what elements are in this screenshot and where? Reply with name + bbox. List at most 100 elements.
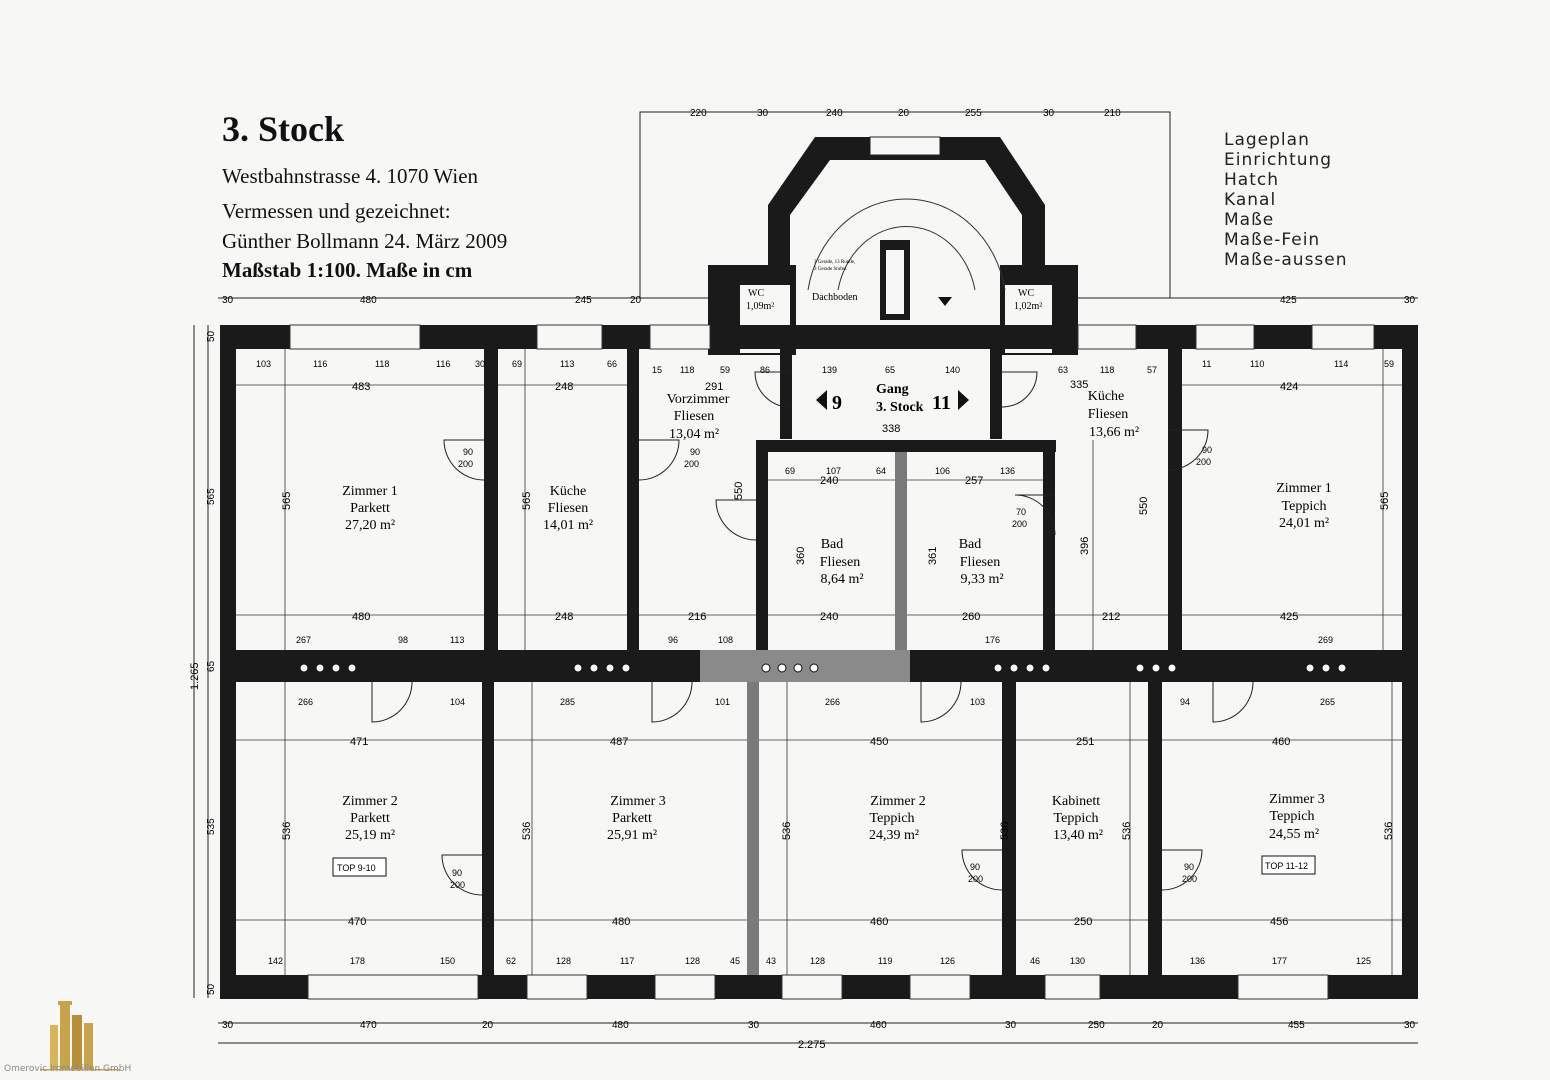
dim-total-width: 2.275 — [798, 1039, 826, 1051]
dim-stair-30b: 30 — [1043, 108, 1055, 119]
dim-b-212: 212 — [1102, 611, 1120, 623]
layer-item: Einrichtung — [1224, 150, 1333, 170]
window-dims-bottom: 142 178 150 62 128 117 128 45 43 128 119… — [268, 956, 1371, 966]
dim-wt-0: 103 — [256, 359, 271, 369]
top-label-2: TOP 11-12 — [1265, 861, 1308, 871]
room-floor-2: Fliesen — [674, 409, 714, 424]
wc-right-name: WC — [1018, 288, 1034, 299]
dim-misc-1: 104 — [450, 697, 465, 707]
dim-h-8: 536 — [281, 822, 293, 840]
door-h-2: 200 — [1196, 457, 1211, 467]
door-swings — [371, 371, 1254, 896]
dim-bottom-8: 20 — [1152, 1020, 1164, 1031]
dim-wt-4: 30 — [475, 359, 485, 369]
wc-left-area: 1,09m² — [746, 301, 774, 312]
room-area-5: 13,66 m² — [1089, 425, 1139, 440]
misc-dims: 266 104 285 101 266 103 94 265 267 98 11… — [296, 466, 1335, 707]
dim-misc-0: 266 — [298, 697, 313, 707]
dim-total-height: 1.265 — [189, 662, 201, 690]
dim-top-245: 245 — [575, 295, 592, 306]
dim-wb-16: 125 — [1356, 956, 1371, 966]
dim-misc-14: 269 — [1318, 635, 1333, 645]
address: Westbahnstrasse 4. 1070 Wien — [222, 164, 479, 188]
layer-list: Lageplan Einrichtung Hatch Kanal Maße Ma… — [1224, 130, 1348, 270]
room-area-4: 9,33 m² — [960, 572, 1003, 587]
stair-dimension-frame — [193, 111, 1418, 1044]
windows-top — [289, 324, 1375, 350]
door-w-wc: 70 — [1016, 507, 1026, 517]
right-arrow-icon — [958, 390, 969, 410]
dim-wt-1: 116 — [313, 359, 327, 369]
dim-misc-16: 107 — [826, 466, 841, 476]
dim-wt-12: 139 — [822, 365, 837, 375]
dim-w-483: 483 — [352, 381, 370, 393]
room-height-labels: 565 565 550 360 361 396 550 565 536 536 … — [281, 482, 1395, 840]
dim-top-425: 425 — [1280, 295, 1297, 306]
stair-tower — [708, 136, 1078, 355]
dim-b-260: 260 — [962, 611, 980, 623]
dim-lw-471: 471 — [350, 736, 368, 748]
room-name-6: Zimmer 1 — [1276, 481, 1332, 496]
dim-h-2: 550 — [733, 482, 745, 500]
room-name-9: Zimmer 2 — [870, 794, 926, 809]
room-floor-0: Parkett — [350, 501, 390, 516]
dim-h-11: 536 — [1121, 822, 1133, 840]
dim-wb-3: 62 — [506, 956, 516, 966]
dim-wt-21: 59 — [1384, 359, 1394, 369]
corridor-line2: 3. Stock — [876, 400, 924, 415]
layer-item: Maße-aussen — [1224, 250, 1348, 270]
wc-left-name: WC — [748, 288, 764, 299]
dim-top-right-30: 30 — [1404, 295, 1416, 306]
room-floor-8: Parkett — [612, 811, 652, 826]
dim-left-2: 65 — [206, 660, 217, 672]
dim-misc-8: 267 — [296, 635, 311, 645]
dim-misc-4: 266 — [825, 697, 840, 707]
room-area-3: 8,64 m² — [820, 572, 863, 587]
dim-h-4: 361 — [927, 547, 939, 565]
dim-h-1: 565 — [521, 492, 533, 510]
scale-note: Maßstab 1:100. Maße in cm — [222, 258, 473, 282]
dim-misc-7: 265 — [1320, 697, 1335, 707]
dim-wt-5: 69 — [512, 359, 522, 369]
door-w-5: 90 — [1184, 862, 1194, 872]
room-name-10: Kabinett — [1052, 794, 1100, 809]
dim-lw-460: 460 — [1272, 736, 1290, 748]
dim-wb-14: 136 — [1190, 956, 1205, 966]
door-w-2: 90 — [1202, 445, 1212, 455]
dim-misc-18: 106 — [935, 466, 950, 476]
dim-misc-2: 285 — [560, 697, 575, 707]
dim-bottom-1: 470 — [360, 1020, 377, 1031]
room-area-9: 24,39 m² — [869, 828, 919, 843]
dim-stair-210: 210 — [1104, 108, 1121, 119]
layer-item: Kanal — [1224, 190, 1277, 210]
dim-wt-2: 118 — [375, 359, 389, 369]
room-dimension-lines — [236, 349, 1402, 975]
dim-misc-19: 136 — [1000, 466, 1015, 476]
dim-lb-456: 456 — [1270, 916, 1288, 928]
dim-bottom-7: 250 — [1088, 1020, 1105, 1031]
windows-bottom — [307, 974, 1329, 1000]
dim-wb-11: 126 — [940, 956, 955, 966]
dim-left-4: 50 — [206, 983, 217, 995]
dim-wt-3: 116 — [436, 359, 450, 369]
dachboden-label: Dachboden — [812, 292, 858, 303]
small-room-labels: WC 1,09m² WC 1,02m² Dachboden 3 Gerade, … — [746, 260, 1042, 312]
dim-wb-6: 128 — [685, 956, 700, 966]
dim-misc-10: 113 — [450, 635, 464, 645]
room-name-2: Vorzimmer — [667, 392, 730, 407]
door-w-1: 90 — [690, 447, 700, 457]
layer-item: Maße — [1224, 210, 1275, 230]
dim-h-6: 550 — [1138, 497, 1150, 515]
door-w-4: 90 — [970, 862, 980, 872]
dim-wb-5: 117 — [620, 956, 634, 966]
room-name-3: Bad — [821, 537, 844, 552]
company-name: Omerovic Immobilien GmbH — [4, 1064, 132, 1074]
dim-b-248: 248 — [555, 611, 573, 623]
dim-bottom-5: 460 — [870, 1020, 887, 1031]
room-area-2: 13,04 m² — [669, 427, 719, 442]
room-area-8: 25,91 m² — [607, 828, 657, 843]
measured-label: Vermessen und gezeichnet: — [222, 199, 451, 223]
dim-top-20: 20 — [630, 295, 642, 306]
dim-w-335: 335 — [1070, 379, 1088, 391]
